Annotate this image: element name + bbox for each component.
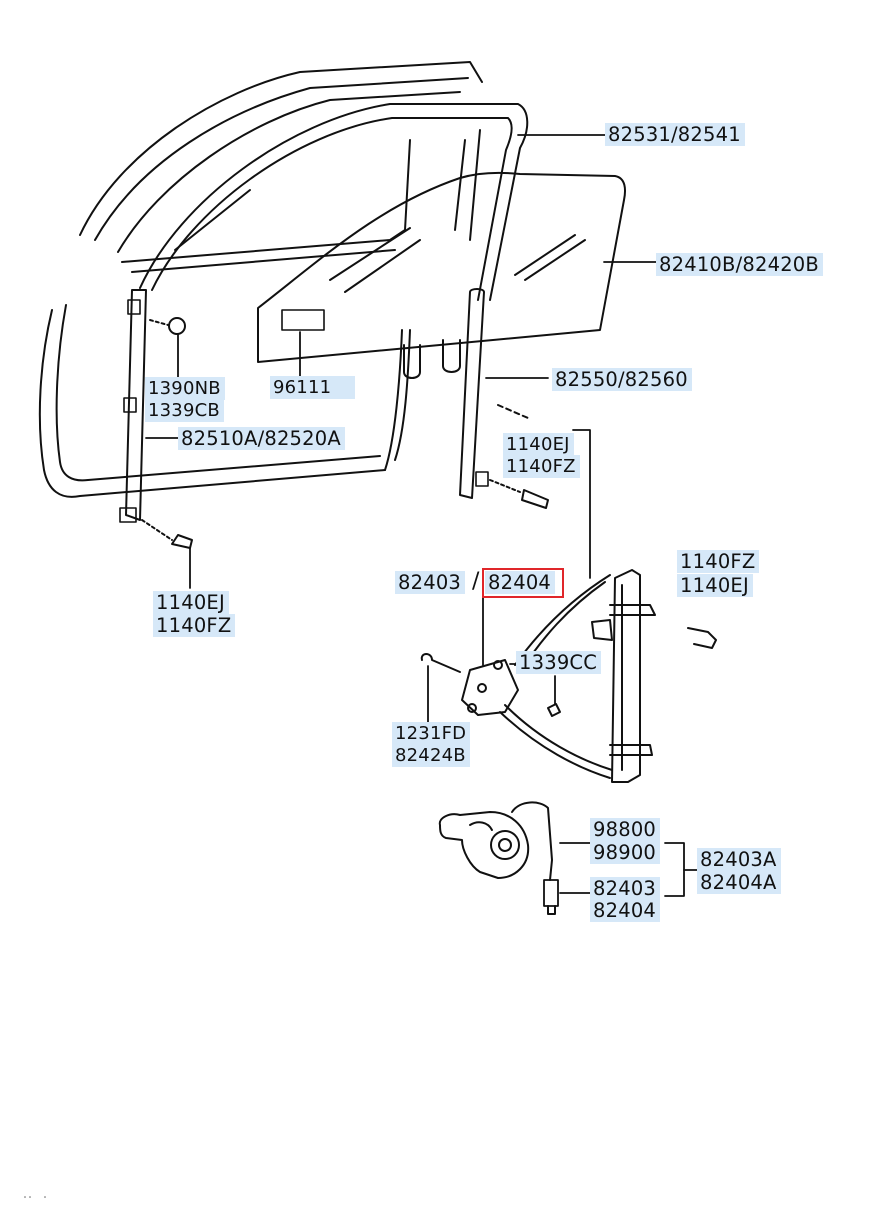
callout-bolt-front-2: 1140FZ — [153, 614, 236, 637]
callout-regulator-right: 82404 — [485, 571, 556, 594]
callout-separator: / — [472, 569, 480, 594]
callout-motor-82404: 82404 — [590, 899, 661, 922]
callout-assy-82404a: 82404A — [697, 871, 781, 894]
callout-1231fd: 1231FD — [392, 722, 471, 745]
callout-bolt-reg-1: 1140FZ — [677, 550, 760, 573]
callout-glass: 82410B/82420B — [656, 253, 823, 276]
callout-1339cb: 1339CB — [145, 399, 224, 422]
callout-regulator-left: 82403 — [395, 571, 466, 594]
leader-lines — [145, 134, 699, 897]
corner-dots — [24, 1196, 46, 1198]
callout-bolt-rear-2: 1140FZ — [503, 455, 580, 478]
callout-motor-98900: 98900 — [590, 841, 661, 864]
callout-82424b: 82424B — [392, 744, 470, 767]
rear-channel — [459, 288, 549, 509]
regulator-motor — [438, 801, 559, 915]
window-glass — [257, 171, 626, 379]
callout-bolt-reg-2: 1140EJ — [677, 574, 753, 597]
callout-rear-channel: 82550/82560 — [552, 368, 692, 391]
callout-motor-98800: 98800 — [590, 818, 661, 841]
callout-bolt-rear-1: 1140EJ — [503, 433, 574, 456]
callout-front-channel: 82510A/82520A — [178, 427, 345, 450]
callout-1390nb: 1390NB — [145, 377, 225, 400]
callout-motor-82403: 82403 — [590, 877, 661, 900]
callout-assy-82403a: 82403A — [697, 848, 781, 871]
callout-96111: 96111 — [270, 376, 356, 399]
callout-bolt-front-1: 1140EJ — [153, 591, 229, 614]
callout-run-channel: 82531/82541 — [605, 123, 745, 146]
callout-nut-1339cc: 1339CC — [516, 651, 602, 674]
front-channel — [119, 289, 193, 549]
run-channel — [139, 103, 529, 301]
highlight-box — [482, 568, 564, 598]
